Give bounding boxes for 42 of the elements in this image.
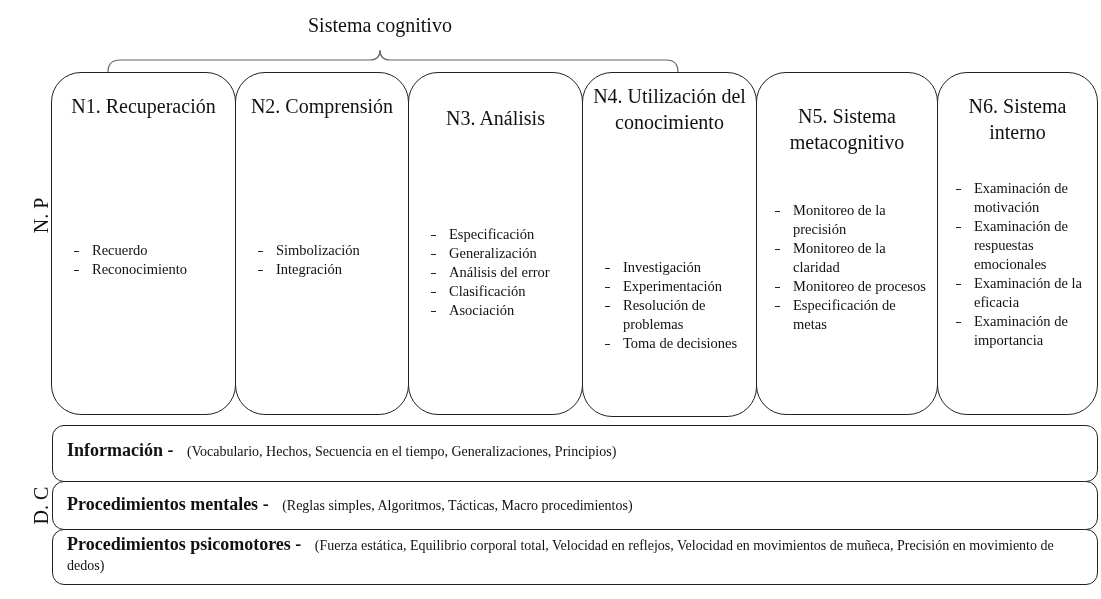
list-item: Examinación de importancia bbox=[938, 312, 1097, 350]
list-item: Asociación bbox=[409, 301, 582, 320]
level-heading: N2. Comprensión bbox=[249, 94, 395, 119]
level-card bbox=[582, 72, 757, 417]
list-item: Monitoreo de la claridad bbox=[757, 239, 937, 277]
level-heading: N5. Sistema metacognitivo bbox=[788, 104, 906, 155]
list-item: Especificación bbox=[409, 225, 582, 244]
level-card bbox=[408, 72, 583, 415]
level-heading: N6. Sistema interno bbox=[967, 94, 1068, 145]
list-item: Especificación de metas bbox=[757, 296, 937, 334]
domain-band bbox=[52, 481, 1098, 530]
list-item: Reconocimiento bbox=[52, 260, 235, 279]
domain-band bbox=[52, 529, 1098, 585]
list-item: Examinación de motivación bbox=[938, 179, 1097, 217]
axis-label: D. C bbox=[30, 486, 54, 524]
list-item: Toma de decisiones bbox=[583, 334, 756, 353]
group-title: Sistema cognitivo bbox=[308, 14, 452, 37]
domain-text: Información - (Vocabulario, Hechos, Secuencia en el tiempo, Generalizaciones, Principios) bbox=[66, 440, 618, 462]
list-item: Análisis del error bbox=[409, 263, 582, 282]
level-heading: N4. Utilización del conocimiento bbox=[592, 84, 747, 135]
domain-text: Procedimientos mentales - (Reglas simples, Algoritmos, Tácticas, Macro procedimientos) bbox=[66, 494, 634, 516]
list-item: Monitoreo de la precisión bbox=[757, 201, 937, 239]
list-item: Monitoreo de procesos bbox=[757, 277, 937, 296]
domain-band bbox=[52, 425, 1098, 482]
level-heading: N1. Recuperación bbox=[70, 94, 217, 119]
list-item: Resolución de problemas bbox=[583, 296, 756, 334]
list-item: Generalización bbox=[409, 244, 582, 263]
level-heading: N3. Análisis bbox=[445, 106, 546, 131]
list-item: Examinación de respuestas emocionales bbox=[938, 217, 1097, 274]
list-item: Recuerdo bbox=[52, 241, 235, 260]
level-card bbox=[756, 72, 938, 415]
list-item: Investigación bbox=[583, 258, 756, 277]
list-item: Simbolización bbox=[236, 241, 408, 260]
level-card bbox=[235, 72, 409, 415]
list-item: Examinación de la eficacia bbox=[938, 274, 1097, 312]
level-card bbox=[937, 72, 1098, 415]
level-card bbox=[51, 72, 236, 415]
list-item: Clasificación bbox=[409, 282, 582, 301]
list-item: Integración bbox=[236, 260, 408, 279]
list-item: Experimentación bbox=[583, 277, 756, 296]
axis-label: N. P bbox=[30, 197, 54, 233]
domain-text: Procedimientos psicomotores - (Fuerza estática, Equilibrio corporal total, Velocidad en reflejos, Velocidad en movimientos de muñeca, Precisión en movimiento de dedos) bbox=[66, 534, 1055, 575]
